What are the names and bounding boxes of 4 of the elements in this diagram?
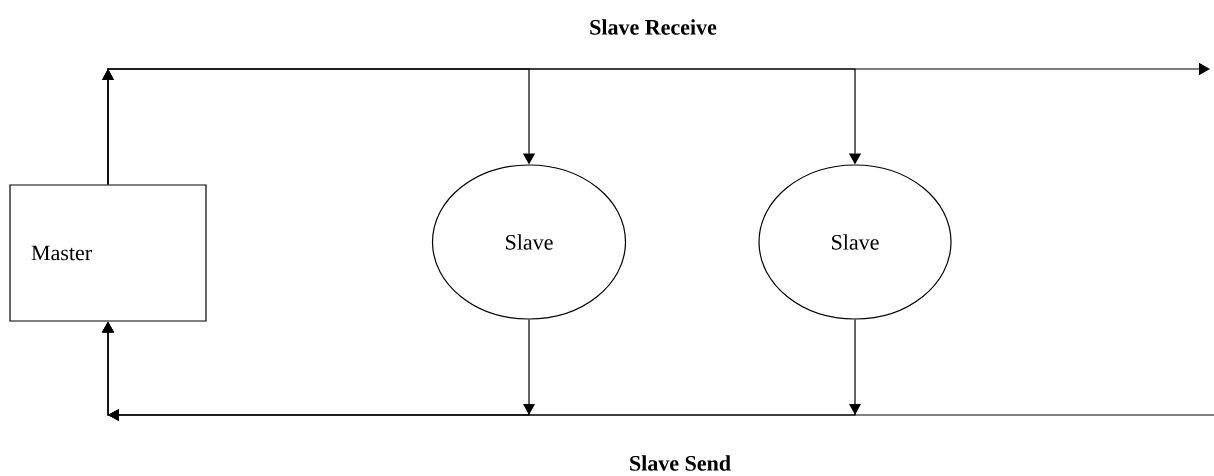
bus-label: Slave Send (630, 455, 731, 471)
master-box: Master (9, 184, 207, 322)
bus-label: Slave Receive (590, 19, 717, 35)
arrow (102, 68, 862, 185)
